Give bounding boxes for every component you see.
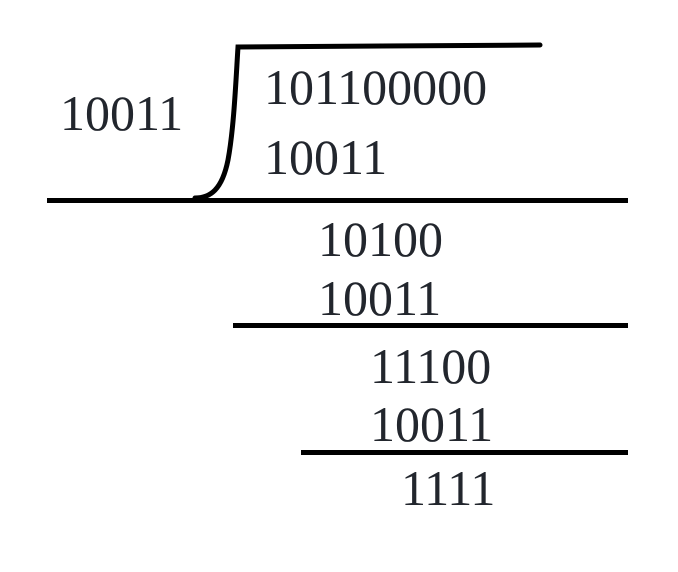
divisor-value: 10011 (60, 85, 184, 141)
final-remainder-value: 1111 (401, 460, 496, 516)
partial-remainder-row-2: 11100 (370, 338, 492, 394)
dividend-value: 101100000 (264, 59, 488, 115)
subtrahend-row-3: 10011 (370, 396, 494, 452)
subtraction-rule-2 (233, 323, 628, 328)
subtraction-rule-1 (47, 198, 628, 203)
subtrahend-row-2: 10011 (318, 270, 442, 326)
partial-remainder-row-1: 10100 (318, 211, 443, 267)
subtraction-rule-3 (301, 450, 628, 455)
subtrahend-row-1: 10011 (264, 129, 388, 185)
